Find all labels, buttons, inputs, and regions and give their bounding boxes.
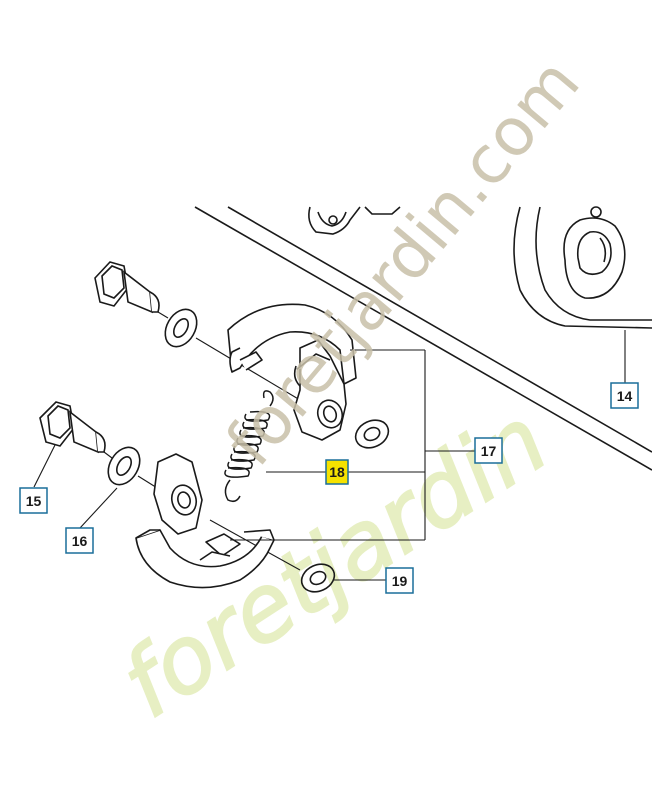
bolt-upper (94, 261, 160, 314)
callout-14[interactable]: 14 (610, 382, 639, 409)
callout-18[interactable]: 18 (325, 459, 349, 485)
callout-15-label: 15 (26, 493, 42, 509)
callout-15[interactable]: 15 (19, 487, 48, 514)
callout-16-label: 16 (72, 533, 88, 549)
washer-upper-right (354, 419, 390, 449)
washer-lower-left (107, 446, 141, 486)
callout-18-label: 18 (329, 464, 345, 480)
callout-16[interactable]: 16 (65, 527, 94, 554)
callout-19[interactable]: 19 (385, 567, 414, 594)
housing-outline (194, 206, 652, 471)
spring (224, 390, 274, 503)
callout-14-label: 14 (617, 388, 633, 404)
bolt-lower (39, 401, 106, 454)
clutch-drum (513, 206, 652, 329)
clutch-shoe-lower (135, 453, 275, 589)
washer-upper-left (164, 308, 198, 348)
leader-lines (33, 330, 626, 581)
callout-17-label: 17 (481, 443, 497, 459)
clutch-shoe-upper (227, 303, 357, 441)
washer-lower-right (300, 563, 336, 593)
callout-17[interactable]: 17 (474, 437, 503, 464)
callout-19-label: 19 (392, 573, 408, 589)
